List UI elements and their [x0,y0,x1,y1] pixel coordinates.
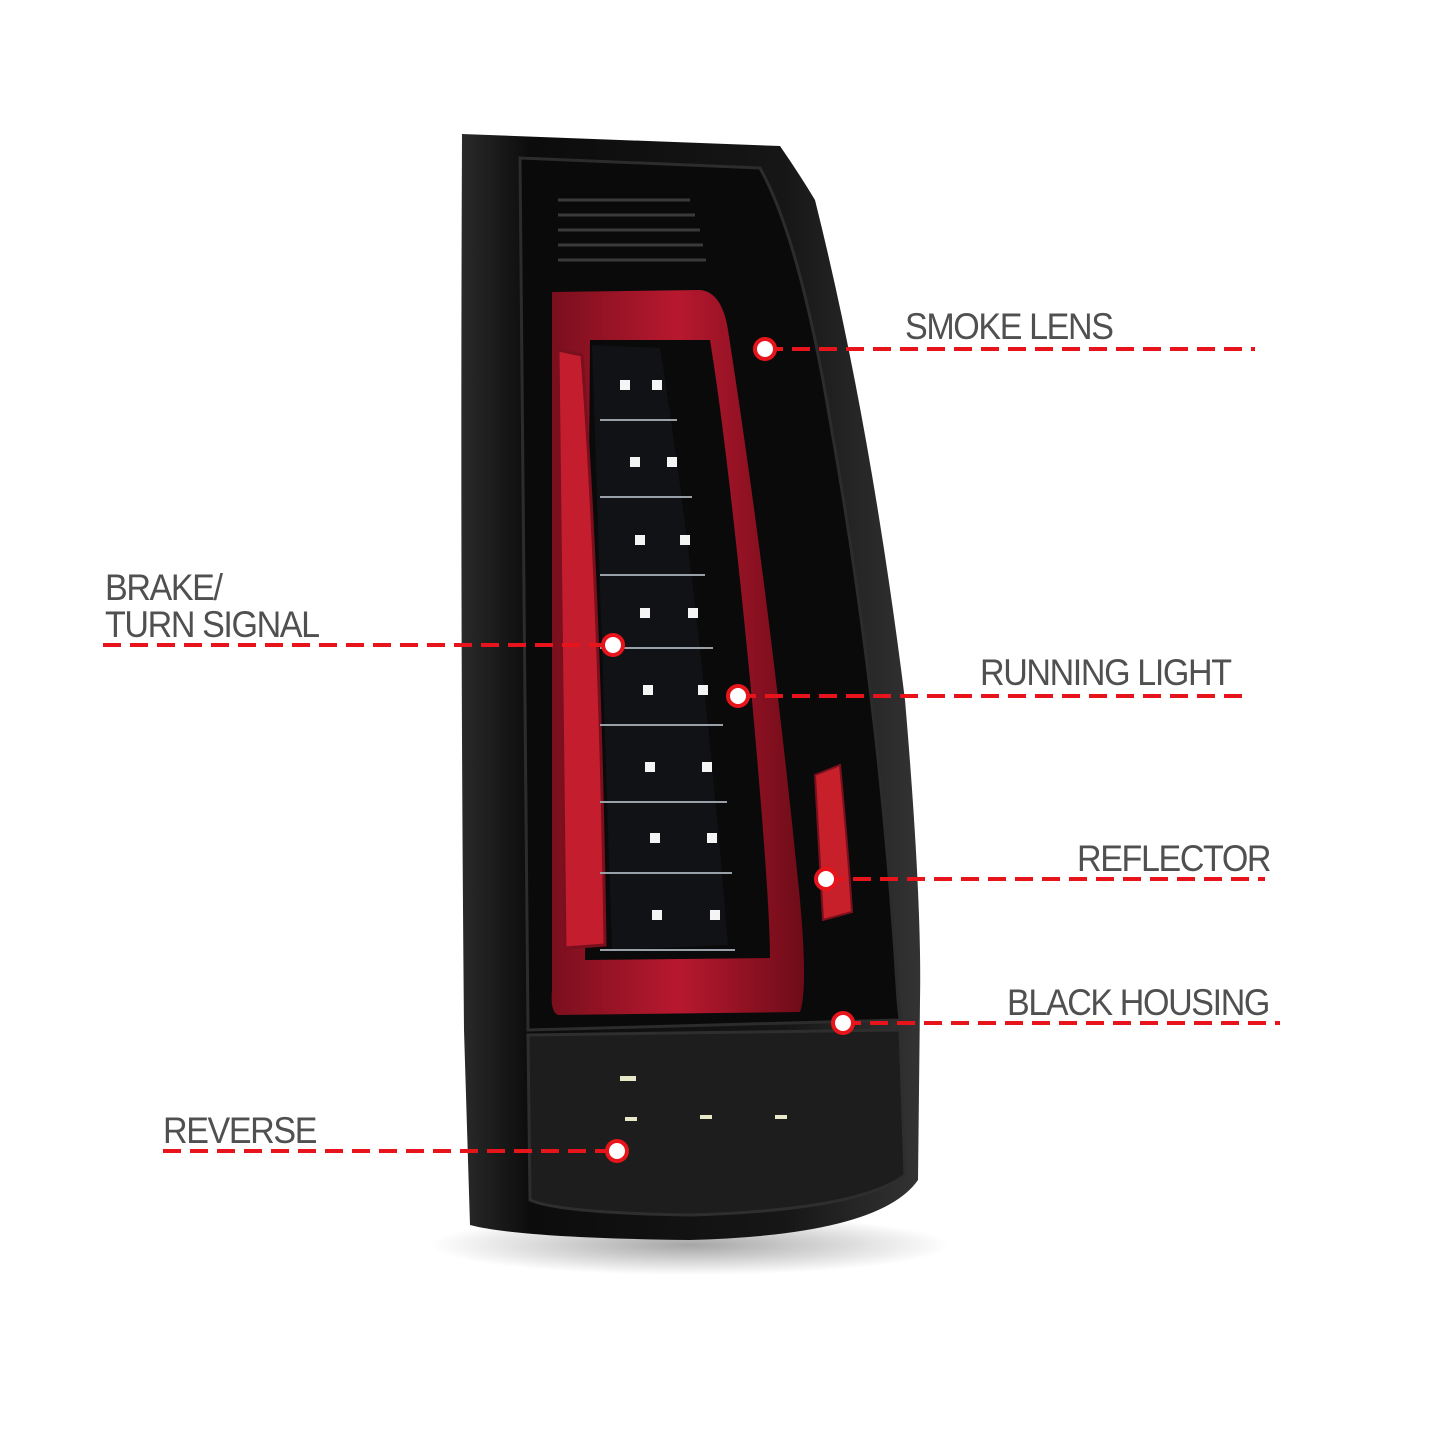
running-light-tube [551,290,804,1015]
reverse-leds [620,1076,787,1121]
label-smoke-lens: SMOKE LENS [905,306,1114,347]
led [645,762,655,772]
led [688,608,698,618]
led [680,535,690,545]
led-array [600,380,735,951]
led [652,910,662,920]
reverse-lens [526,1028,907,1217]
led [652,380,662,390]
led [698,685,708,695]
label-brake: BRAKE/ [105,567,223,608]
callout-dot-smoke-lens [753,337,777,361]
brake-turn-signal-strip [556,348,607,950]
led [702,762,712,772]
callout-dot-reflector [814,867,838,891]
top-vents [558,198,706,262]
led [620,380,630,390]
label-black-housing: BLACK HOUSING [1007,982,1270,1023]
label-reverse: REVERSE [163,1110,317,1151]
callout-dot-running-light [726,684,750,708]
callout-dot-brake-turn-signal [601,633,625,657]
callout-dot-black-housing [831,1011,855,1035]
callout-dot-reverse [605,1139,629,1163]
label-running-light: RUNNING LIGHT [980,652,1232,693]
led [640,608,650,618]
led [710,910,720,920]
led [650,833,660,843]
led [630,457,640,467]
led [643,685,653,695]
led [707,833,717,843]
label-turn-signal: TURN SIGNAL [105,604,320,645]
label-reflector: REFLECTOR [1077,838,1272,879]
led [635,535,645,545]
led [667,457,677,467]
